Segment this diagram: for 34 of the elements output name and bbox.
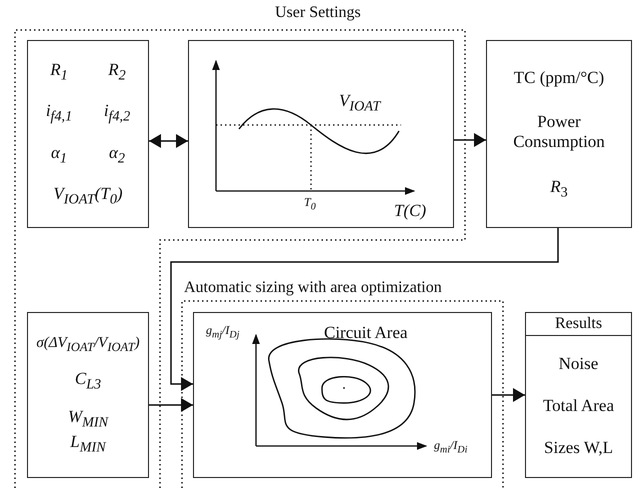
parameter-label: i$_{f4,2}$ [104, 101, 130, 126]
arrow [492, 388, 525, 402]
arrow [170, 228, 559, 391]
parameter-label: W$_{MIN}$ L$_{MIN}$ [66, 407, 110, 456]
parameter-box [27, 312, 149, 478]
curve-label: V$_{IOAT}$ [339, 91, 380, 116]
metric-label: R$_{3}$ [550, 176, 568, 200]
parameter-label: α$_{1}$ [50, 142, 67, 167]
results-box [525, 312, 632, 478]
metric-label: TC (ppm/°C) [514, 68, 604, 88]
metrics-box [486, 40, 632, 228]
parameter-box [27, 40, 149, 228]
parameter-label: R$_{1}$ [50, 60, 68, 84]
group-title: Automatic sizing with area optimization [184, 279, 442, 297]
arrow [149, 134, 188, 148]
axis-label: T$_{0}$ [304, 195, 316, 212]
plot-title: Circuit Area [324, 323, 408, 343]
result-label: Total Area [542, 396, 614, 416]
parameter-label: α$_{2}$ [108, 142, 125, 167]
axis-label: g$_{mi}$/I$_{Di}$ [434, 438, 468, 456]
parameter-label: i$_{f4,1}$ [46, 101, 72, 126]
metric-label: Power Consumption [512, 112, 606, 152]
result-label: Noise [558, 354, 598, 374]
parameter-label: σ(ΔV$_{IOAT}$/V$_{IOAT}$) [36, 334, 140, 355]
results-header: Results [526, 313, 631, 336]
axis-label: g$_{mj}$/I$_{Dj}$ [206, 323, 240, 340]
arrow [149, 398, 193, 412]
parameter-label: V$_{IOAT}$(T$_{0}$) [53, 184, 123, 208]
result-label: Sizes W,L [544, 438, 613, 458]
group-title: User Settings [275, 4, 361, 22]
arrow [454, 133, 486, 147]
parameter-label: R$_{2}$ [108, 60, 126, 84]
parameter-label: C$_{L3}$ [74, 368, 102, 394]
axis-label: T(C) [394, 201, 426, 221]
